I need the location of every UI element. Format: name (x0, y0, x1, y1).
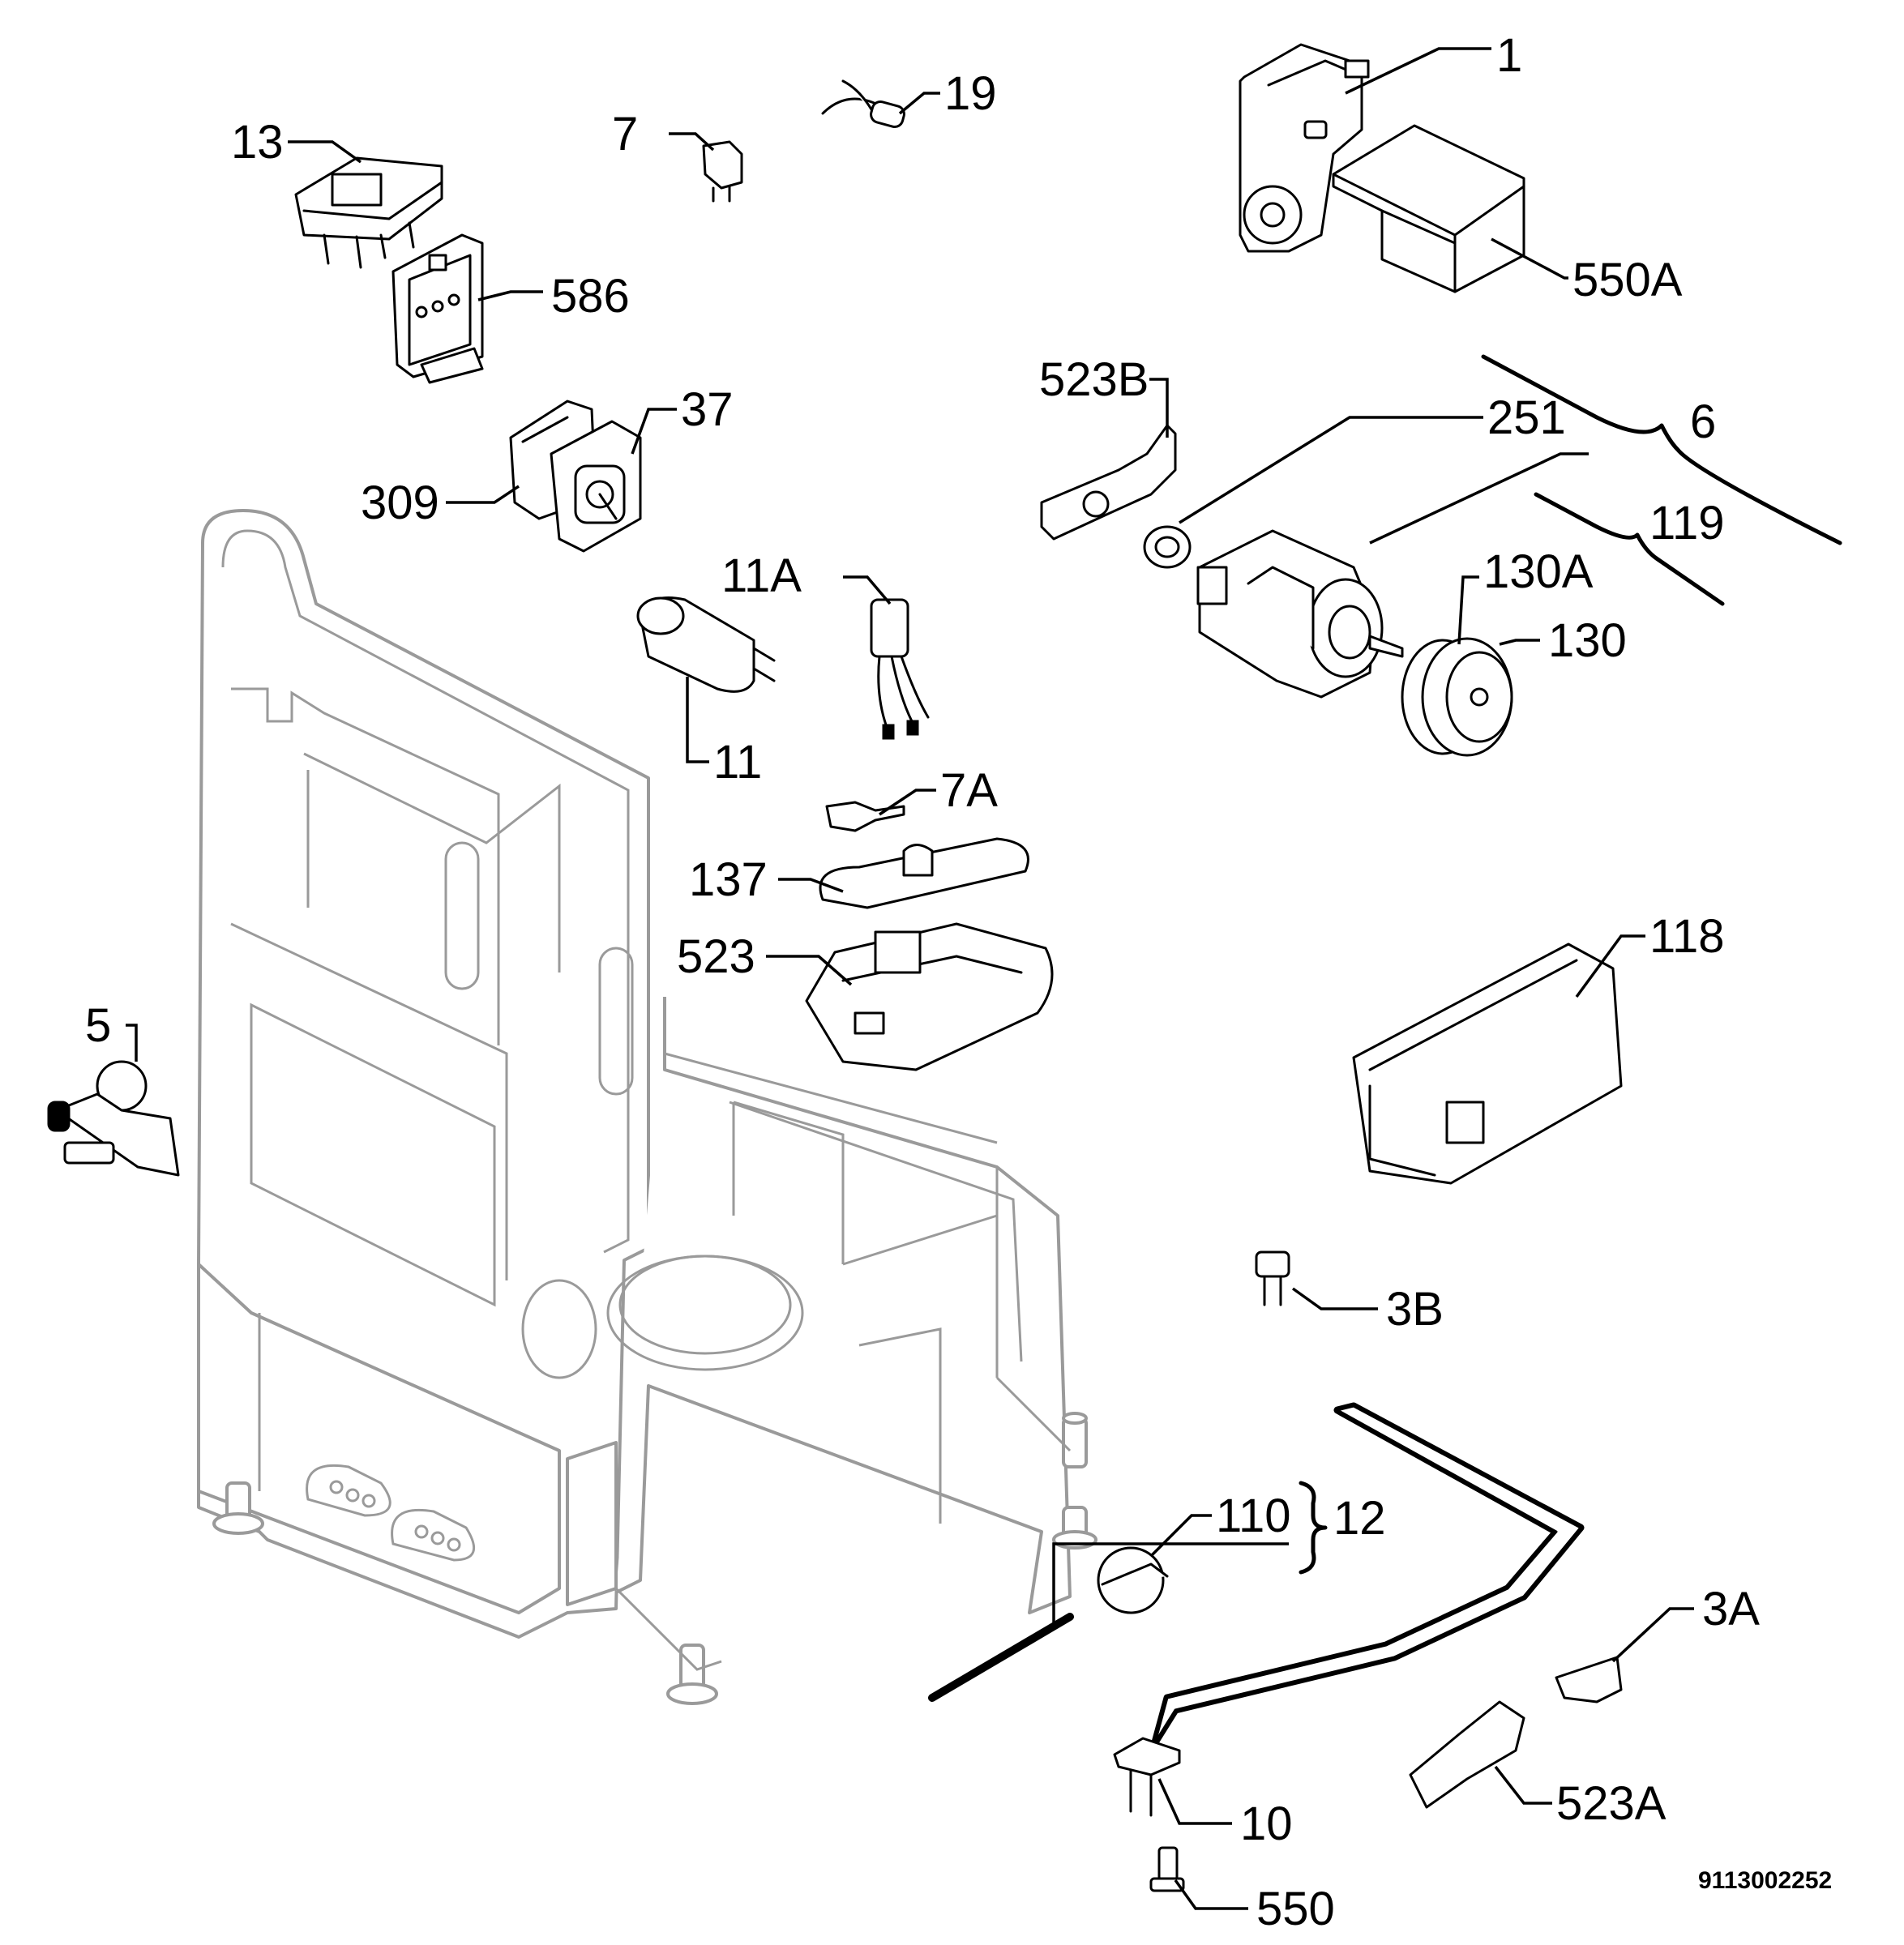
label-11: 11 (713, 736, 762, 789)
label-5: 5 (85, 999, 111, 1052)
part-37-selector (550, 420, 642, 553)
part-3b-sensor (1255, 1250, 1290, 1306)
label-119: 119 (1649, 497, 1724, 549)
label-586: 586 (551, 270, 630, 323)
label-12: 12 (1333, 1492, 1386, 1545)
part-523-housing (805, 922, 1054, 1071)
part-5-valve (47, 1060, 180, 1177)
dishwasher-frame (196, 509, 1097, 1705)
part-550a-box (1332, 124, 1525, 293)
part-110-thermostat (928, 1546, 1169, 1702)
label-10: 10 (1240, 1798, 1293, 1850)
part-timer (1239, 43, 1370, 253)
label-118: 118 (1649, 910, 1724, 963)
label-1: 1 (1496, 29, 1522, 82)
part-7-switch (702, 140, 743, 203)
part-137-float (819, 837, 1029, 909)
label-3b: 3B (1386, 1283, 1444, 1336)
label-3a: 3A (1702, 1583, 1760, 1635)
label-7a: 7A (940, 764, 998, 817)
part-11a-filter (870, 598, 930, 740)
part-3a-clip (1555, 1656, 1623, 1703)
label-37: 37 (681, 383, 734, 436)
label-550: 550 (1256, 1883, 1335, 1935)
label-7: 7 (612, 108, 638, 160)
label-309: 309 (361, 477, 439, 529)
braces (1299, 354, 1842, 1575)
label-6: 6 (1690, 395, 1716, 448)
part-523a-clip (1409, 1700, 1525, 1809)
label-523a: 523A (1556, 1777, 1667, 1830)
label-137: 137 (689, 853, 768, 906)
label-11a: 11A (721, 549, 802, 602)
label-130a: 130A (1483, 545, 1594, 598)
part-130-pump (1401, 637, 1513, 757)
label-13: 13 (231, 116, 284, 169)
leader-lines (126, 47, 1694, 1910)
part-10-heating-element (1113, 1402, 1585, 1817)
label-130: 130 (1548, 614, 1627, 667)
part-19-suppressor (821, 79, 905, 128)
label-550a: 550A (1572, 254, 1683, 306)
label-523b: 523B (1039, 353, 1149, 406)
label-19: 19 (944, 67, 997, 120)
part-586-bracket (391, 233, 484, 384)
label-251: 251 (1487, 391, 1566, 444)
drawing-code: 9113002252 (1698, 1867, 1832, 1894)
label-523: 523 (677, 930, 755, 983)
part-labels: 1 550A 19 7 13 586 37 309 523B 251 6 119… (85, 29, 1832, 1935)
part-6-motor (1196, 529, 1404, 699)
part-523b-bracket (1040, 424, 1177, 541)
label-110: 110 (1216, 1490, 1290, 1542)
part-13-switch-block (294, 156, 443, 269)
part-11-capacitor (636, 596, 776, 693)
part-118-heater (1352, 943, 1623, 1185)
part-251-seal (1143, 525, 1192, 569)
